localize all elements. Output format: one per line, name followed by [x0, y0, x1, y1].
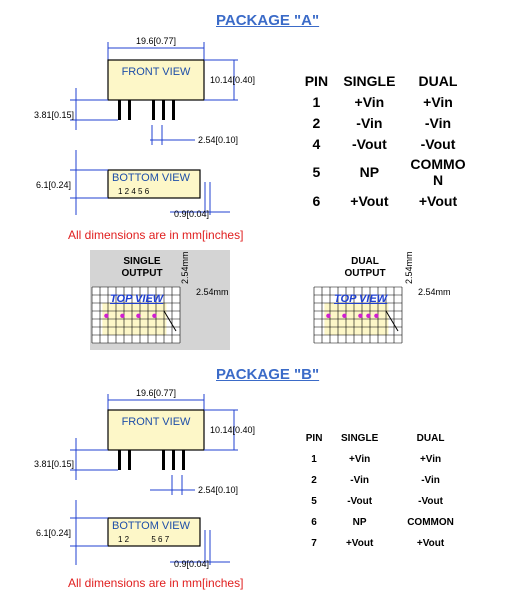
pin-table-a: PIN SINGLE DUAL 1 +Vin +Vin 2 -Vin -Vin … [300, 70, 470, 211]
front-view-label: FRONT VIEW [121, 66, 191, 78]
height-dimension: 10.14[0.40] [210, 425, 256, 435]
dual-cell: -Vin [424, 114, 452, 131]
table-row: 5 NP COMMON [300, 154, 470, 190]
pin-width-dimension: 0.9[0.04] [174, 559, 210, 569]
dual-cell: +Vin [419, 454, 442, 465]
pin-cell: 6 [311, 517, 317, 528]
dual-cell: COMMON [410, 156, 466, 188]
pitch-dimension: 2.54[0.10] [198, 485, 239, 495]
pin-cell: 5 [312, 164, 321, 180]
front-view-label: FRONT VIEW [121, 416, 191, 428]
single-pitch-horizontal: 2.54mm [196, 287, 229, 297]
table-row: 6 +Vout +Vout [300, 190, 470, 211]
single-cell: +Vout [350, 192, 389, 209]
single-cell: NP [359, 164, 380, 180]
pitch-dimension: 2.54[0.10] [198, 135, 239, 145]
col-pin: PIN [304, 72, 329, 89]
table-row: 2 -Vin -Vin [300, 112, 470, 133]
depth-dimension: 6.1[0.24] [36, 528, 72, 538]
single-cell: +Vout [345, 538, 374, 549]
dual-cell: +Vout [418, 192, 458, 209]
package-b-title: PACKAGE "B" [216, 366, 320, 383]
pin-cell: 1 [311, 454, 317, 465]
dual-cell: -Vout [420, 135, 456, 152]
dual-cell: +Vout [416, 538, 445, 549]
single-cell: -Vout [347, 496, 373, 507]
pin-table-header: PIN SINGLE DUAL [300, 70, 470, 91]
pin-length-dimension: 3.81[0.15] [34, 459, 75, 469]
col-dual: DUAL [418, 72, 458, 89]
col-pin: PIN [305, 433, 323, 444]
units-note: All dimensions are in mm[inches] [68, 228, 244, 242]
single-cell: -Vout [352, 135, 387, 152]
pin-table-b: PIN SINGLE DUAL 1 +Vin +Vin 2 -Vin -Vin … [300, 428, 470, 554]
dual-cell: -Vin [421, 475, 440, 486]
bottom-pin-numbers: 1 2 4 5 6 [118, 187, 150, 196]
pin-width-dimension: 0.9[0.04] [174, 209, 210, 219]
dual-cell: -Vout [418, 496, 443, 507]
width-dimension: 19.6[0.77] [136, 36, 177, 46]
pin-cell: 2 [312, 114, 321, 131]
pin-length-dimension: 3.81[0.15] [34, 110, 75, 120]
bottom-view-label: BOTTOM VIEW [112, 520, 191, 532]
single-cell: -Vin [350, 475, 369, 486]
dual-pitch-horizontal: 2.54mm [418, 287, 451, 297]
units-note: All dimensions are in mm[inches] [68, 576, 244, 590]
pin-cell: 4 [312, 135, 321, 152]
single-cell: +Vin [349, 454, 371, 465]
pin-cell: 1 [312, 93, 321, 110]
dual-output-title: DUAL OUTPUT [344, 256, 386, 279]
table-row: 6 NP COMMON [300, 512, 470, 533]
single-output-title: SINGLE OUTPUT [121, 256, 163, 279]
table-row: 2 -Vin -Vin [300, 470, 470, 491]
single-cell: -Vin [356, 114, 383, 131]
table-row: 1 +Vin +Vin [300, 449, 470, 470]
pin-cell: 2 [311, 475, 317, 486]
pin-table-header: PIN SINGLE DUAL [300, 428, 470, 449]
single-cell: +Vin [354, 93, 385, 110]
dual-top-view-label: TOP VIEW [334, 293, 388, 305]
table-row: 4 -Vout -Vout [300, 133, 470, 154]
depth-dimension: 6.1[0.24] [36, 180, 72, 190]
bottom-view-label: BOTTOM VIEW [112, 172, 191, 184]
height-dimension: 10.14[0.40] [210, 75, 256, 85]
col-single: SINGLE [341, 433, 379, 444]
pin-cell: 6 [312, 192, 321, 209]
single-cell: NP [352, 517, 367, 528]
col-dual: DUAL [416, 433, 445, 444]
dual-cell: +Vin [423, 93, 453, 110]
table-row: 5 -Vout -Vout [300, 491, 470, 512]
table-row: 7 +Vout +Vout [300, 533, 470, 554]
table-row: 1 +Vin +Vin [300, 91, 470, 112]
pin-cell: 7 [311, 538, 317, 549]
dual-cell: COMMON [407, 517, 454, 528]
bottom-pin-numbers: 1 2 5 6 7 [118, 535, 170, 544]
single-top-view-label: TOP VIEW [110, 293, 164, 305]
pin-cell: 5 [311, 496, 317, 507]
col-single: SINGLE [343, 72, 396, 89]
width-dimension: 19.6[0.77] [136, 388, 177, 398]
package-a-title: PACKAGE "A" [216, 12, 320, 29]
